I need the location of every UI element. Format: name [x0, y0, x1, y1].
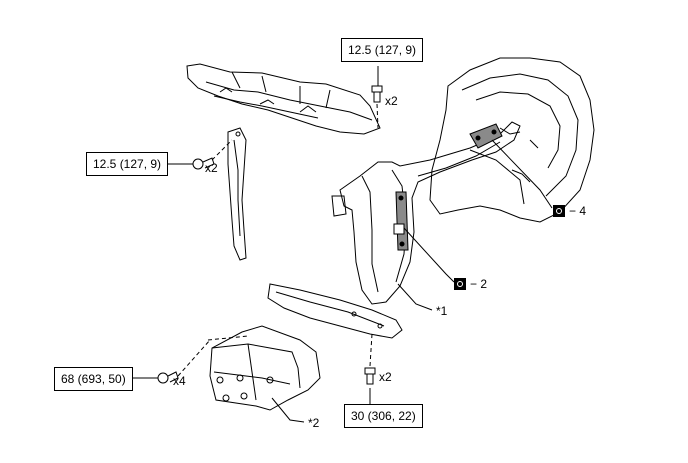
part-ref-2: − 2 — [454, 277, 487, 291]
lower-crossmember — [267, 283, 403, 339]
alignment-lines — [177, 103, 379, 377]
adhesive-symbol-icon — [454, 278, 466, 290]
quantity-bottom-right-bolt: x2 — [379, 370, 392, 384]
torque-callout-top: 12.5 (127, 9) — [341, 38, 424, 62]
fender-apron-assembly — [429, 57, 595, 223]
torque-callout-left: 12.5 (127, 9) — [86, 152, 169, 176]
quantity-top-bolt: x2 — [385, 94, 398, 108]
part-ref-4: − 4 — [553, 204, 586, 218]
torque-callout-bottom-left: 68 (693, 50) — [54, 367, 133, 391]
bolt-top-icon — [371, 85, 383, 103]
side-support-bracket-star1 — [331, 121, 521, 305]
torque-callout-bottom-right: 30 (306, 22) — [344, 404, 423, 428]
leader-lines — [125, 66, 553, 423]
bolt-bottom-right-icon — [364, 367, 376, 385]
part-ref-star2: *2 — [308, 416, 320, 430]
lower-bracket-star2 — [209, 325, 321, 411]
upper-support-panel — [186, 63, 381, 135]
quantity-bottom-left-bolt: x4 — [173, 374, 186, 388]
reinforcement-plate-2 — [393, 191, 409, 251]
part-ref-star1: *1 — [436, 304, 448, 318]
quantity-left-bolt: x2 — [205, 161, 218, 175]
reinforcement-plate-4 — [469, 123, 503, 149]
left-vertical-bracket — [227, 127, 247, 261]
adhesive-symbol-icon — [553, 205, 565, 217]
